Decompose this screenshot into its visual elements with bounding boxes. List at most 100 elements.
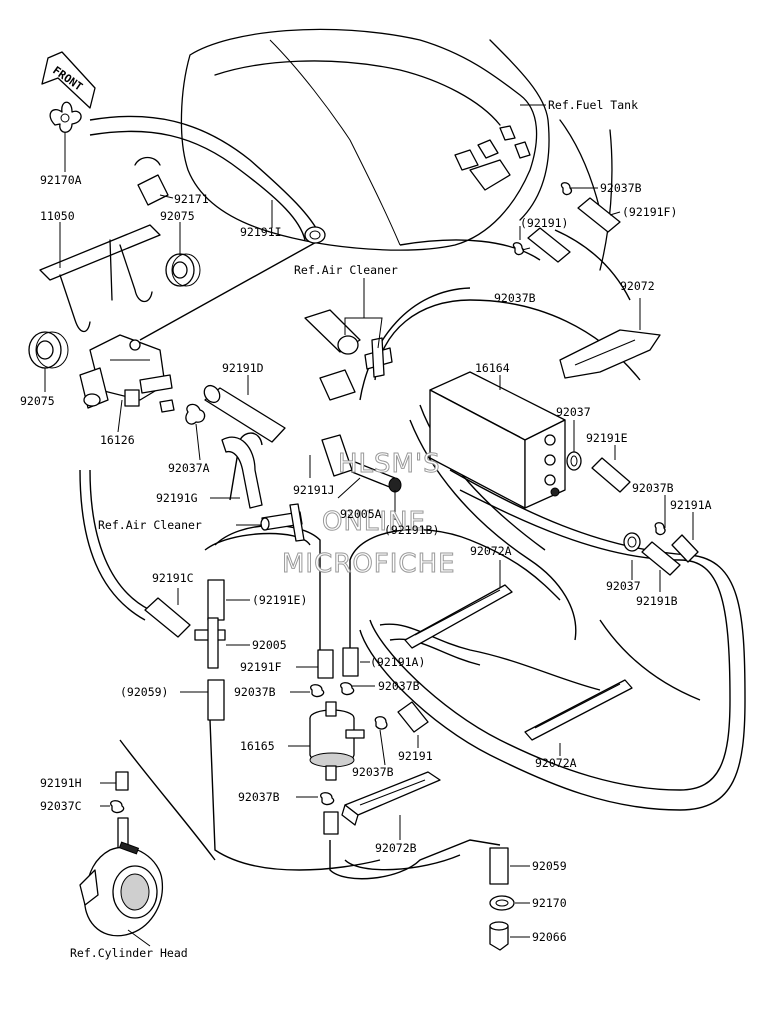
label-92191a-paren: (92191A)	[370, 655, 425, 669]
fuel-tank-outline	[180, 28, 613, 271]
hose-92191g-icon	[221, 436, 263, 509]
clip-92170-icon	[489, 895, 515, 911]
label-92191f: 92191F	[240, 660, 282, 674]
hose-92191i-icon	[304, 226, 326, 244]
clip-92037a-icon	[159, 399, 206, 425]
fuel-filter-16165-icon	[309, 701, 365, 781]
label-ref-air-cleaner-mid: Ref.Air Cleaner	[98, 518, 202, 532]
label-92037b-tank-lower: 92037B	[494, 291, 536, 305]
bracket-11050-icon	[39, 224, 161, 333]
hose-92191a-icon	[671, 534, 699, 563]
hose-92191f-vertical-icon	[317, 649, 334, 679]
label-92191c: 92191C	[152, 571, 194, 585]
label-92059-paren: (92059)	[120, 685, 168, 699]
air-cleaner-fitting-mid-icon	[260, 503, 305, 542]
label-92066: 92066	[532, 930, 567, 944]
hose-92191e-icon	[591, 457, 631, 493]
label-92170a: 92170A	[40, 173, 82, 187]
label-92191a: 92191A	[670, 498, 712, 512]
hose-92191d-icon	[203, 384, 286, 443]
label-92191d: 92191D	[222, 361, 264, 375]
label-92037b-bottom: 92037B	[238, 790, 280, 804]
clip-92037b-filter-left-icon	[310, 684, 325, 698]
front-arrow-icon: FRONT	[41, 51, 96, 109]
clip-92170a-icon	[49, 101, 82, 133]
label-92191b: 92191B	[636, 594, 678, 608]
label-92037b-filter-lower: 92037B	[352, 765, 394, 779]
strap-92072a-upper-icon	[404, 584, 513, 649]
hose-92191e-vertical-icon	[207, 579, 225, 621]
label-92171: 92171	[174, 192, 209, 206]
watermark-line3: MICROFICHE	[282, 549, 456, 579]
watermark-line2: ONLINE	[322, 507, 426, 537]
label-92037c: 92037C	[40, 799, 82, 813]
strap-92072a-lower-icon	[524, 679, 633, 741]
hose-92191f-tank-icon	[577, 197, 621, 233]
label-92005a: 92005A	[340, 507, 382, 521]
leader-lines	[44, 104, 694, 947]
label-92191-paren: (92191)	[520, 216, 568, 230]
hose-92191j-icon	[319, 369, 356, 477]
clip-92037b-bottom-icon	[320, 792, 335, 806]
label-92037b-filter-left: 92037B	[234, 685, 276, 699]
label-92005: 92005	[252, 638, 287, 652]
label-16126: 16126	[100, 433, 135, 447]
hose-92059-vertical-icon	[207, 679, 225, 721]
hose-92191h-icon	[115, 771, 129, 791]
hose-92191b-icon	[641, 541, 681, 576]
clip-92037b-canister-icon	[654, 522, 666, 536]
label-11050: 11050	[40, 209, 75, 223]
label-92191e-paren: (92191E)	[252, 593, 307, 607]
grommet-92075-left-icon	[28, 331, 69, 369]
label-92191j: 92191J	[293, 483, 335, 497]
fitting-92005a-icon	[351, 461, 402, 493]
label-92191h: 92191H	[40, 776, 82, 790]
label-92075-left: 92075	[20, 394, 55, 408]
canister-16164-icon	[429, 371, 566, 509]
clip-92037b-tank-upper-icon	[560, 182, 573, 196]
label-92170: 92170	[532, 896, 567, 910]
clip-92037b-tank-lower-icon	[512, 242, 525, 256]
label-ref-air-cleaner-top: Ref.Air Cleaner	[294, 263, 398, 277]
label-92072b: 92072B	[375, 841, 417, 855]
intake-cylinder-head-icon	[79, 817, 163, 937]
label-16164: 16164	[475, 361, 510, 375]
label-92191e: 92191E	[586, 431, 628, 445]
hose-92191-filter-icon	[397, 701, 429, 733]
clip-92037b-filter-right-icon	[340, 682, 355, 696]
cap-92066-icon	[489, 921, 509, 951]
label-92191-filter: 92191	[398, 749, 433, 763]
strap-92072-icon	[559, 329, 661, 379]
clip-92037b-filter-lower-icon	[374, 716, 388, 730]
label-16165: 16165	[240, 739, 275, 753]
label-92191i: 92191I	[240, 225, 282, 239]
part-labels: 92170A 92171 11050 92075 92191I 92075 16…	[20, 98, 712, 960]
hose-short-bottom-icon	[323, 811, 339, 835]
label-92072a-upper: 92072A	[470, 544, 512, 558]
label-92191b-paren: (92191B)	[384, 523, 439, 537]
label-92037-lower: 92037	[606, 579, 641, 593]
air-cleaner-fitting-top-icon	[304, 309, 393, 378]
watermark: HLSM'S ONLINE MICROFICHE	[282, 449, 456, 580]
label-ref-cylinder-head: Ref.Cylinder Head	[70, 946, 188, 960]
clip-92037c-icon	[110, 800, 125, 814]
valve-16126-icon	[79, 334, 173, 409]
holder-92072b-icon	[341, 771, 441, 826]
hose-92191a-vertical-icon	[342, 647, 359, 677]
label-92191g: 92191G	[156, 491, 198, 505]
fitting-92005-icon	[194, 617, 226, 669]
label-92072: 92072	[620, 279, 655, 293]
hose-92059-icon	[489, 847, 509, 885]
label-92037-upper: 92037	[556, 405, 591, 419]
label-92037b-tank-upper: 92037B	[600, 181, 642, 195]
hose-92191-tank-icon	[527, 227, 571, 263]
label-ref-fuel-tank: Ref.Fuel Tank	[548, 98, 638, 112]
grommet-92075-top-icon	[165, 253, 201, 287]
label-92075-top: 92075	[160, 209, 195, 223]
tank-fittings	[454, 125, 531, 191]
clip-92037-upper-icon	[566, 451, 582, 471]
label-92037b-filter-right: 92037B	[378, 679, 420, 693]
label-92037b-canister: 92037B	[632, 481, 674, 495]
watermark-line1: HLSM'S	[338, 449, 441, 479]
